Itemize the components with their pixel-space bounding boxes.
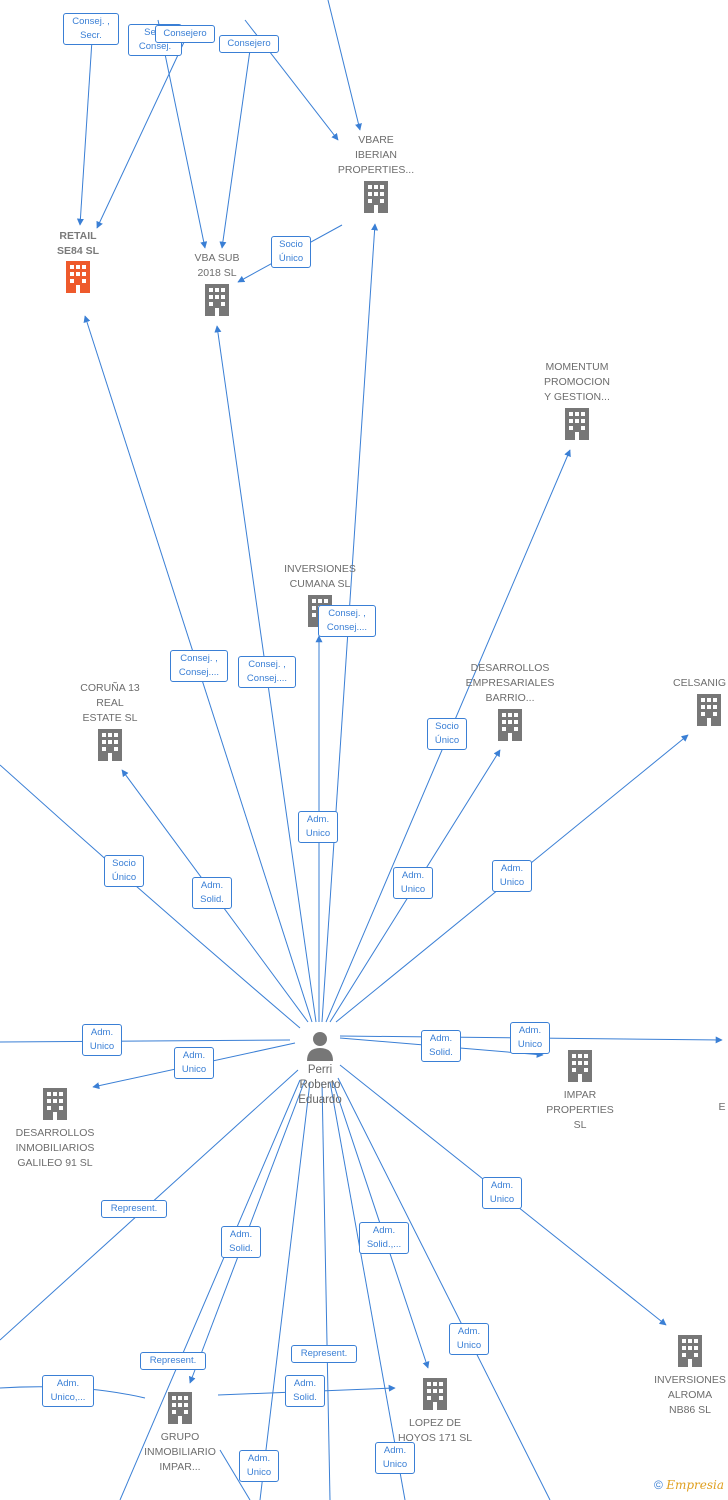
company-node-galileo[interactable]: DESARROLLOS INMOBILIARIOS GALILEO 91 SL [0, 1085, 110, 1171]
edge-label-adm-unico[interactable]: Adm. Unico [174, 1047, 214, 1079]
edge-label-consejero[interactable]: Consejero [155, 25, 215, 43]
edge-label-adm-unico[interactable]: Adm. Unico [393, 867, 433, 899]
edge-label-consej-secr[interactable]: Consej. , Secr. [63, 13, 119, 45]
brand-logo: Empresia [666, 1478, 724, 1492]
building-icon [43, 1088, 67, 1120]
company-node-barrio[interactable]: DESARROLLOS EMPRESARIALES BARRIO... [455, 661, 565, 747]
company-label: VBA SUB 2018 SL [194, 252, 240, 279]
building-icon [568, 1050, 592, 1082]
edge-label-adm-unico[interactable]: Adm. Unico [492, 860, 532, 892]
person-icon [307, 1032, 333, 1061]
edge-label-consejero[interactable]: Consejero [219, 35, 279, 53]
building-icon [697, 694, 721, 726]
edge-label-adm-unico[interactable]: Adm. Unico [375, 1442, 415, 1474]
company-node-e[interactable]: E [716, 1100, 728, 1115]
edge-label-socio-unico[interactable]: Socio Único [427, 718, 467, 750]
building-icon [423, 1378, 447, 1410]
building-icon [565, 408, 589, 440]
company-label: GRUPO INMOBILIARIO IMPAR... [144, 1431, 216, 1473]
company-label: VBARE IBERIAN PROPERTIES... [337, 134, 415, 176]
edge-label-socio-unico[interactable]: Socio Único [271, 236, 311, 268]
edge-label-represent[interactable]: Represent. [140, 1352, 206, 1370]
company-label: RETAIL SE84 SL [56, 230, 100, 257]
building-icon [98, 729, 122, 761]
company-node-alroma[interactable]: INVERSIONES ALROMA NB86 SL [640, 1332, 728, 1418]
building-icon [498, 709, 522, 741]
company-node-vba[interactable]: VBA SUB 2018 SL [177, 251, 257, 322]
person-name: Perri Roberto Eduardo [298, 1064, 342, 1106]
building-icon [66, 261, 90, 293]
company-label: INVERSIONES CUMANA SL [284, 563, 356, 590]
company-node-retail[interactable]: RETAIL SE84 SL [38, 229, 118, 298]
edge-label-adm-solid[interactable]: Adm. Solid. [192, 877, 232, 909]
footer-brand: © Empresia [654, 1478, 724, 1492]
edge-label-socio-unico[interactable]: Socio Único [104, 855, 144, 887]
company-label: IMPAR PROPERTIES SL [546, 1089, 614, 1131]
company-node-celsanig[interactable]: CELSANIG [668, 676, 728, 732]
person-node-center[interactable]: Perri Roberto Eduardo [290, 1030, 350, 1108]
edge-label-represent[interactable]: Represent. [101, 1200, 167, 1218]
edge-label-represent[interactable]: Represent. [291, 1345, 357, 1363]
company-node-lopez[interactable]: LOPEZ DE HOYOS 171 SL [385, 1375, 485, 1446]
edge-label-consej-consej[interactable]: Consej. , Consej.... [318, 605, 376, 637]
company-label: DESARROLLOS INMOBILIARIOS GALILEO 91 SL [15, 1127, 95, 1169]
edge-label-adm-unico[interactable]: Adm. Unico [510, 1022, 550, 1054]
company-node-grupo[interactable]: GRUPO INMOBILIARIO IMPAR... [130, 1389, 230, 1475]
building-icon [168, 1392, 192, 1424]
company-node-impar-properties[interactable]: IMPAR PROPERTIES SL [530, 1047, 630, 1133]
building-icon [205, 284, 229, 316]
copyright-symbol: © [654, 1478, 663, 1492]
company-label: CELSANIG [673, 677, 727, 689]
edge-label-adm-solid[interactable]: Adm. Solid. [285, 1375, 325, 1407]
building-icon [678, 1335, 702, 1367]
company-label: DESARROLLOS EMPRESARIALES BARRIO... [465, 662, 555, 704]
edge-label-adm-unico[interactable]: Adm. Unico [82, 1024, 122, 1056]
company-label: MOMENTUM PROMOCION Y GESTION... [544, 361, 610, 403]
edge-label-consej-consej[interactable]: Consej. , Consej.... [170, 650, 228, 682]
company-label: LOPEZ DE HOYOS 171 SL [397, 1417, 473, 1444]
edge-label-adm-unico[interactable]: Adm. Unico [482, 1177, 522, 1209]
edge-label-adm-solid[interactable]: Adm. Solid.,... [359, 1222, 409, 1254]
company-node-momentum[interactable]: MOMENTUM PROMOCION Y GESTION... [527, 360, 627, 446]
company-label: CORUÑA 13 REAL ESTATE SL [80, 682, 140, 724]
edge-label-adm-unico[interactable]: Adm. Unico,... [42, 1375, 94, 1407]
building-icon [364, 181, 388, 213]
company-node-vbare[interactable]: VBARE IBERIAN PROPERTIES... [326, 133, 426, 219]
edge-label-adm-unico[interactable]: Adm. Unico [298, 811, 338, 843]
edge-label-adm-unico[interactable]: Adm. Unico [239, 1450, 279, 1482]
edge-label-consej-consej[interactable]: Consej. , Consej.... [238, 656, 296, 688]
edge-label-adm-unico[interactable]: Adm. Unico [449, 1323, 489, 1355]
edge-label-adm-solid[interactable]: Adm. Solid. [421, 1030, 461, 1062]
company-node-coruna[interactable]: CORUÑA 13 REAL ESTATE SL [60, 681, 160, 767]
edge-label-adm-solid[interactable]: Adm. Solid. [221, 1226, 261, 1258]
company-label: INVERSIONES ALROMA NB86 SL [654, 1374, 726, 1416]
company-label: E [718, 1101, 726, 1113]
